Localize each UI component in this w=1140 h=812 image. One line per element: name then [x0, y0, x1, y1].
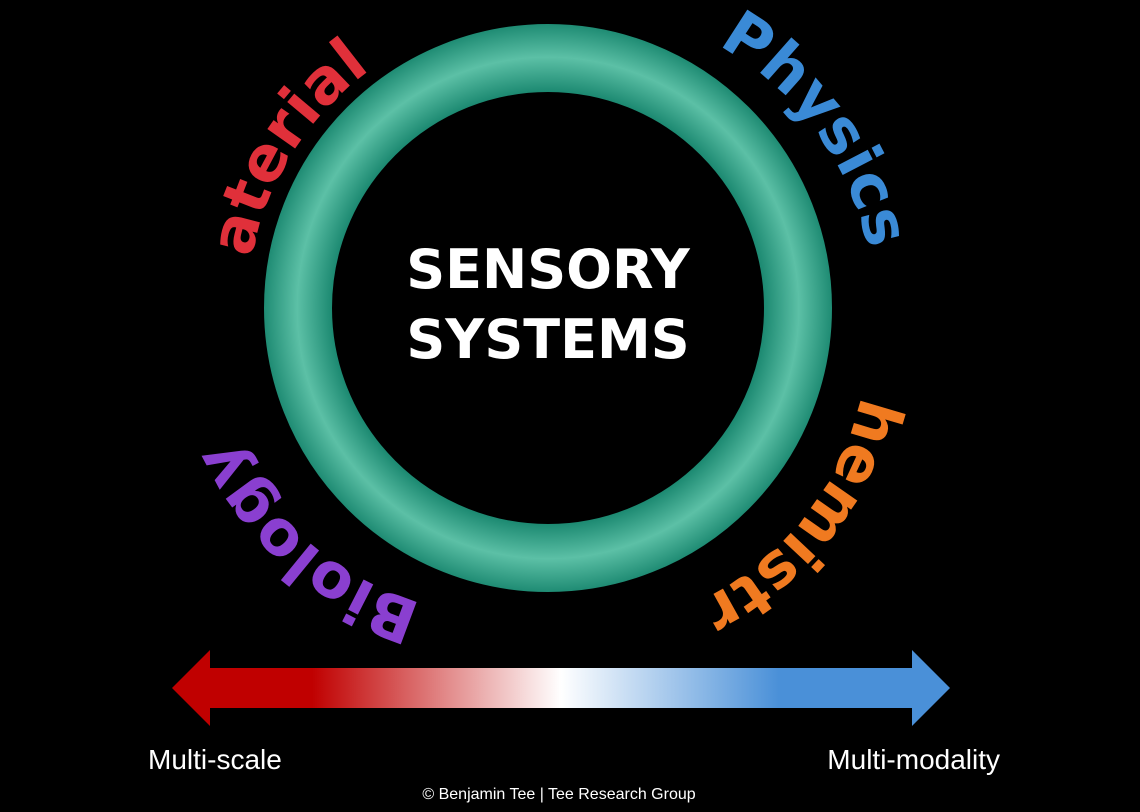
multi-modality-label: Multi-modality: [827, 744, 1000, 775]
multi-scale-label: Multi-scale: [148, 744, 282, 775]
scale-modality-arrow: [172, 650, 950, 726]
sensory-ring: [264, 24, 832, 592]
credit-text: © Benjamin Tee | Tee Research Group: [422, 786, 695, 803]
center-title-line-1: SENSORY: [406, 238, 690, 301]
center-title-line-2: SYSTEMS: [406, 308, 689, 371]
